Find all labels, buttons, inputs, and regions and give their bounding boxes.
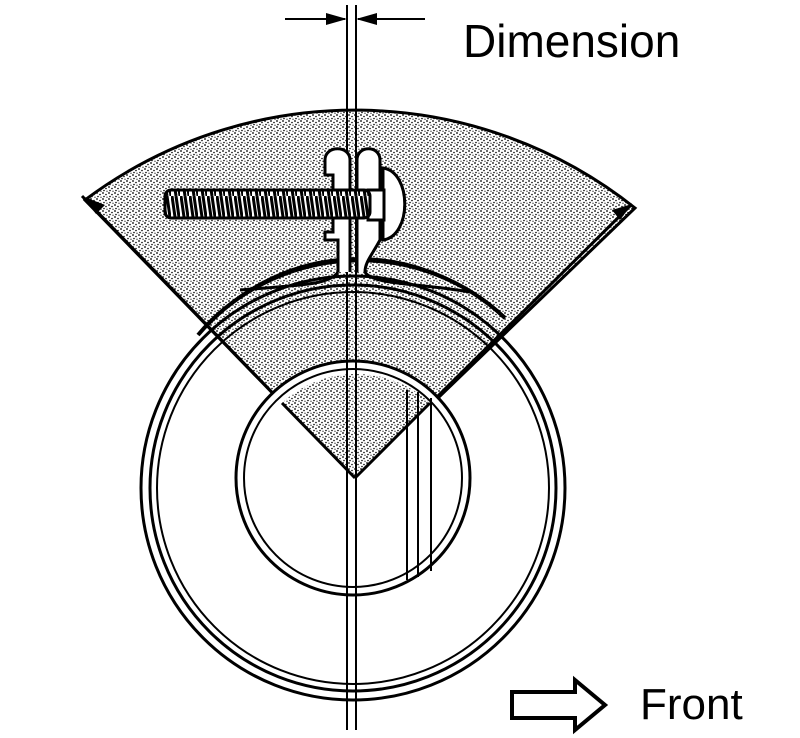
sector-arrowhead-left [82, 196, 105, 214]
pipe-hatching [406, 390, 432, 580]
dimension-label: Dimension [463, 15, 680, 67]
hose-outer-ring-inner2 [156, 291, 550, 685]
front-arrow-icon [510, 675, 609, 735]
sector-arrowhead-right [612, 204, 632, 220]
pipe-circle-inner [243, 368, 463, 588]
screw-head [381, 166, 407, 242]
hose-outer-ring [139, 274, 567, 702]
screw-thread [163, 188, 372, 220]
hose-outer-ring-inner [148, 283, 558, 693]
dimension-arrowhead-left [326, 13, 347, 25]
clamp-tab-neck [239, 271, 471, 294]
dimension-arrowhead-right [356, 13, 377, 25]
front-label: Front [640, 680, 743, 729]
